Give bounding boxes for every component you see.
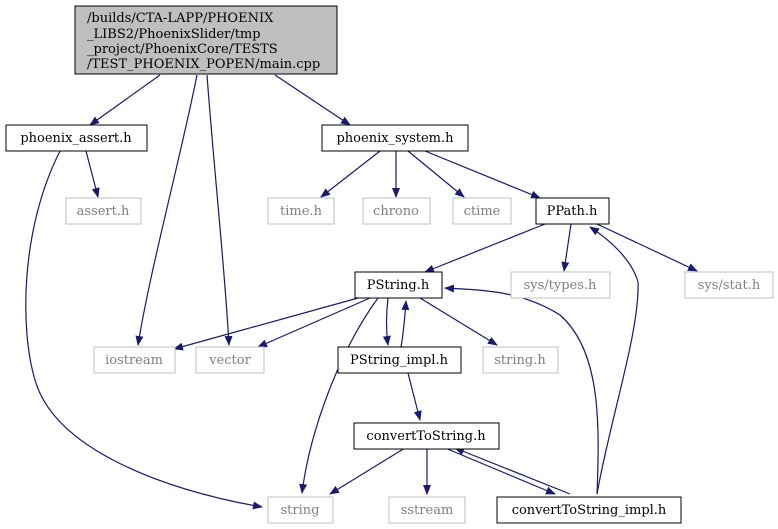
node-pstring-impl-h-label: PString_impl.h [350, 353, 449, 368]
edge-convert-to-string [329, 447, 406, 495]
edge-phoenix-system-to-time-h [320, 150, 381, 198]
node-iostream-label: iostream [105, 353, 163, 368]
node-vector-label: vector [208, 353, 251, 368]
node-ppath-h-label: PPath.h [547, 204, 598, 219]
node-iostream[interactable]: iostream [93, 346, 176, 374]
node-convert-to-string-impl-h-label: convertToString_impl.h [512, 503, 667, 518]
node-sys-types-h-label: sys/types.h [524, 278, 597, 293]
node-string-h[interactable]: string.h [482, 346, 559, 374]
node-main-cpp-line-1: /builds/CTA-LAPP/PHOENIX [87, 11, 274, 26]
edge-main-to-phoenix-system [274, 74, 351, 126]
node-pstring-h[interactable]: PString.h [354, 271, 443, 299]
edge-pstring-to-string-h [419, 297, 498, 346]
node-sys-stat-h-label: sys/stat.h [698, 278, 761, 293]
edge-convert-impl-to-pstring [444, 284, 599, 495]
edge-ppath-to-sys-stat [596, 223, 698, 272]
node-ctime[interactable]: ctime [452, 197, 512, 225]
edge-pstring-to-string [299, 297, 379, 494]
edge-convert-impl-to-convert [454, 447, 571, 495]
edge-ppath-to-sys-types [561, 223, 572, 272]
edge-pstring-impl-to-convert [407, 372, 422, 421]
dependency-nodes: /builds/CTA-LAPP/PHOENIX _LIBS2/PhoenixS… [5, 5, 774, 524]
node-phoenix-system-h[interactable]: phoenix_system.h [321, 124, 469, 152]
node-vector[interactable]: vector [195, 346, 265, 374]
node-main-cpp-line-3: _project/PhoenixCore/TESTS [87, 42, 278, 57]
node-main-cpp-line-4: /TEST_PHOENIX_POPEN/main.cpp [87, 57, 320, 72]
dependency-edges [25, 74, 698, 510]
node-assert-h[interactable]: assert.h [65, 197, 142, 225]
node-chrono[interactable]: chrono [362, 197, 431, 225]
node-phoenix-assert-h[interactable]: phoenix_assert.h [5, 124, 148, 152]
node-phoenix-assert-h-label: phoenix_assert.h [20, 131, 132, 146]
edge-ppath-to-pstring [424, 223, 546, 273]
edge-convert-to-convert-impl [444, 447, 556, 495]
node-sstream[interactable]: sstream [388, 496, 466, 524]
edge-main-to-iostream [135, 74, 198, 346]
edge-phoenix-assert-to-string [25, 150, 263, 510]
edge-phoenix-assert-to-assert-h [85, 150, 100, 198]
node-sys-types-h[interactable]: sys/types.h [510, 271, 611, 299]
node-string[interactable]: string [267, 496, 334, 524]
edge-pstring-impl-to-pstring [400, 300, 410, 348]
node-time-h-label: time.h [280, 204, 323, 219]
node-string-h-label: string.h [494, 353, 546, 368]
node-convert-to-string-h-label: convertToString.h [366, 429, 486, 444]
node-string-label: string [281, 503, 320, 518]
node-ctime-label: ctime [464, 204, 501, 219]
node-ppath-h[interactable]: PPath.h [535, 197, 610, 225]
node-main-cpp-line-2: _LIBS2/PhoenixSlider/tmp [87, 27, 261, 42]
node-main-cpp[interactable]: /builds/CTA-LAPP/PHOENIX _LIBS2/PhoenixS… [74, 5, 338, 75]
edge-pstring-to-pstring-impl [382, 297, 391, 346]
node-chrono-label: chrono [373, 204, 419, 219]
node-pstring-h-label: PString.h [367, 278, 430, 293]
node-convert-to-string-h[interactable]: convertToString.h [353, 422, 500, 450]
node-assert-h-label: assert.h [77, 204, 130, 219]
node-sys-stat-h[interactable]: sys/stat.h [684, 271, 774, 299]
node-sstream-label: sstream [401, 503, 454, 518]
node-pstring-impl-h[interactable]: PString_impl.h [337, 346, 462, 374]
node-convert-to-string-impl-h[interactable]: convertToString_impl.h [496, 496, 682, 524]
edge-convert-impl-to-ppath [589, 226, 639, 495]
edge-pstring-to-vector [257, 297, 371, 348]
edge-main-to-vector [206, 74, 233, 346]
node-time-h[interactable]: time.h [267, 197, 335, 225]
node-phoenix-system-h-label: phoenix_system.h [336, 131, 454, 146]
edge-phoenix-system-to-ppath [424, 150, 541, 199]
edge-main-to-phoenix-assert [89, 74, 161, 126]
edge-pstring-to-iostream [173, 297, 359, 351]
edge-phoenix-system-to-ctime [407, 150, 465, 198]
